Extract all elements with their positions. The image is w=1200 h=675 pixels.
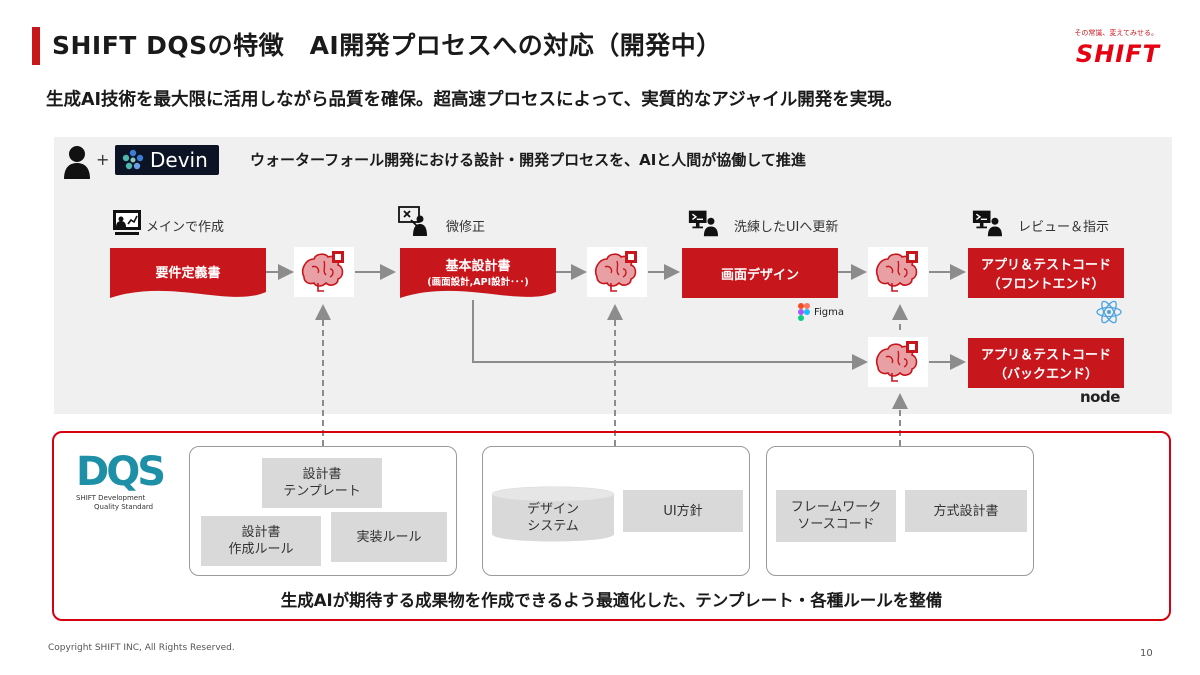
computer-user-icon	[972, 210, 1002, 237]
frontend-code-title: アプリ＆テストコード	[980, 258, 1111, 273]
frontend-code-box: アプリ＆テストコード （フロントエンド）	[968, 248, 1124, 298]
design-system-database	[492, 486, 614, 542]
backend-code-sub: （バックエンド）	[993, 367, 1098, 382]
node-logo: node	[1080, 388, 1120, 406]
requirements-doc-title: 要件定義書	[155, 265, 221, 281]
doc-line: デザイン	[526, 502, 579, 517]
title-accent-bar	[32, 27, 40, 65]
step-label-review: レビュー＆指示	[1018, 220, 1110, 235]
dqs-caption: 生成AIが期待する成果物を作成できるよう最適化した、テンプレート・各種ルールを整…	[280, 591, 943, 610]
copyright: Copyright SHIFT INC, All Rights Reserved…	[48, 643, 235, 653]
logo-slogan: その常識、変えてみせる。	[1074, 29, 1158, 37]
panel-heading: ウォーターフォール開発における設計・開発プロセスを、AIと人間が協働して推進	[250, 151, 806, 169]
doc-line: フレームワーク	[790, 500, 882, 515]
basic-design-doc-sub: (画面設計,API設計･･･)	[427, 276, 529, 288]
arrow-basic-to-ai4	[472, 300, 868, 370]
page-number: 10	[1140, 648, 1153, 659]
step-label-tweak: 微修正	[446, 220, 486, 235]
devin-label: Devin	[150, 148, 208, 172]
frontend-code-sub: （フロントエンド）	[987, 277, 1105, 292]
dqs-logo-sub2: Quality Standard	[94, 503, 154, 511]
ai-brain-icon	[294, 247, 354, 297]
devin-logo: Devin	[115, 145, 219, 175]
implementation-rules-doc: 実装ルール	[331, 512, 447, 562]
dqs-logo-sub1: SHIFT Development	[76, 494, 146, 502]
plus-sign: +	[96, 150, 110, 169]
ai-brain-icon	[587, 247, 647, 297]
design-system-label: デザイン システム	[492, 500, 614, 536]
screen-design-title: 画面デザイン	[720, 267, 799, 283]
doc-line: ソースコード	[797, 517, 875, 532]
doc-line: システム	[527, 519, 579, 534]
doc-line: UI方針	[663, 503, 703, 519]
dqs-frame	[52, 431, 1171, 621]
ai-brain-icon	[868, 337, 928, 387]
person-icon	[64, 146, 90, 179]
whiteboard-edit-icon	[398, 206, 427, 236]
backend-code-box: アプリ＆テストコード （バックエンド）	[968, 338, 1124, 388]
doc-line: 設計書	[241, 525, 281, 540]
backend-code-title: アプリ＆テストコード	[980, 348, 1111, 363]
design-rules-doc: 設計書 作成ルール	[201, 516, 321, 566]
dqs-logo-text: DQS	[76, 449, 166, 495]
react-icon	[1096, 300, 1122, 324]
screen-design-box: 画面デザイン	[682, 248, 838, 298]
design-template-doc: 設計書 テンプレート	[262, 458, 382, 508]
computer-user-icon	[688, 210, 718, 237]
doc-line: 実装ルール	[356, 529, 422, 545]
ai-brain-icon	[868, 247, 928, 297]
presentation-icon	[113, 210, 141, 235]
doc-line: テンプレート	[283, 484, 361, 499]
basic-design-doc-title: 基本設計書	[445, 258, 511, 274]
framework-source-doc: フレームワーク ソースコード	[776, 490, 896, 542]
architecture-design-doc: 方式設計書	[905, 490, 1027, 532]
step-label-create: メインで作成	[146, 220, 225, 235]
page-subtitle: 生成AI技術を最大限に活用しながら品質を確保。超高速プロセスによって、実質的なア…	[46, 90, 903, 110]
doc-line: 設計書	[302, 467, 342, 482]
ui-policy-doc: UI方針	[623, 490, 743, 532]
doc-line: 作成ルール	[228, 542, 294, 557]
devin-mark-icon	[122, 149, 144, 170]
figma-label: Figma	[814, 307, 845, 318]
dqs-logo: DQS SHIFT Development Quality Standard	[76, 450, 176, 512]
page-title: SHIFT DQSの特徴 AI開発プロセスへの対応（開発中）	[52, 31, 722, 60]
figma-icon	[798, 303, 810, 321]
doc-line: 方式設計書	[933, 503, 999, 519]
step-label-refine-ui: 洗練したUIへ更新	[734, 220, 839, 235]
shift-logo: SHIFT	[1075, 40, 1160, 68]
